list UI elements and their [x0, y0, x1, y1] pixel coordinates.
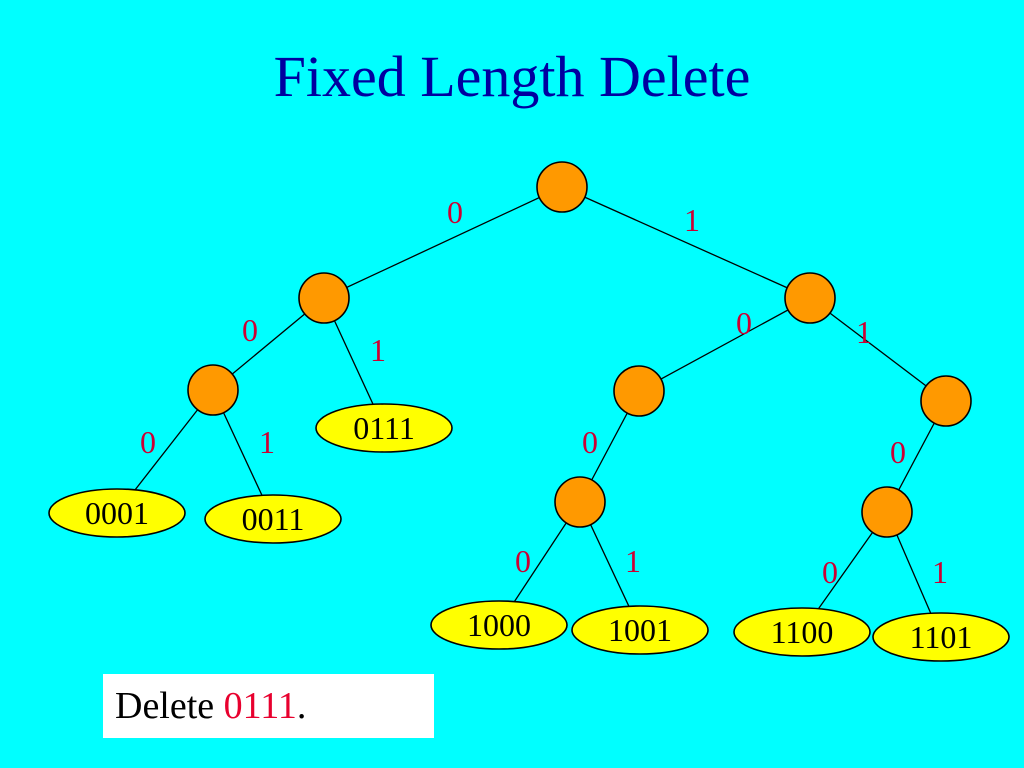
leaf-node: 0111 [315, 403, 453, 453]
edge-label: 1 [259, 424, 275, 460]
leaf-ellipse [204, 494, 342, 544]
edge-label: 1 [856, 314, 872, 350]
edge-label: 1 [684, 202, 700, 238]
leaf-label: 0001 [85, 495, 149, 531]
caption-suffix: . [296, 685, 307, 727]
leaf-label: 1100 [771, 614, 834, 650]
leaf-node: 1101 [872, 612, 1010, 662]
leaf-node: 1001 [571, 605, 709, 655]
caption-prefix: Delete [115, 685, 224, 727]
caption-key: 0111 [223, 685, 297, 727]
slide-title: Fixed Length Delete [273, 44, 751, 109]
edge-label: 0 [736, 305, 752, 341]
leaf-node: 1000 [430, 600, 568, 650]
leaf-ellipse [48, 488, 186, 538]
edge-label: 0 [515, 543, 531, 579]
caption-box: Delete 0111. [103, 674, 434, 738]
internal-node [613, 365, 665, 417]
leaf-label: 1001 [608, 612, 672, 648]
internal-node [861, 486, 913, 538]
edge-label: 0 [582, 424, 598, 460]
internal-node [784, 272, 836, 324]
leaf-ellipse [872, 612, 1010, 662]
tree-edge [561, 186, 811, 299]
leaf-ellipse [733, 607, 871, 657]
edge-label: 0 [447, 194, 463, 230]
edge-label: 1 [932, 554, 948, 590]
edge-label: 0 [822, 554, 838, 590]
internal-node [298, 272, 350, 324]
internal-node [187, 364, 239, 416]
tree-edge [638, 297, 811, 392]
edge-label: 1 [625, 543, 641, 579]
edge-label: 0 [140, 424, 156, 460]
edge-label: 1 [370, 332, 386, 368]
internal-node [536, 161, 588, 213]
leaf-ellipse [571, 605, 709, 655]
leaf-node: 1100 [733, 607, 871, 657]
leaf-label: 1101 [910, 619, 973, 655]
leaf-label: 0111 [353, 410, 415, 446]
leaf-node: 0001 [48, 488, 186, 538]
leaf-ellipse [430, 600, 568, 650]
internal-node [554, 476, 606, 528]
tree-edge [323, 186, 563, 299]
edge-label: 0 [890, 434, 906, 470]
internal-node [920, 375, 972, 427]
edge-label: 0 [242, 312, 258, 348]
leaf-ellipse [315, 403, 453, 453]
tree-edge [809, 297, 947, 402]
leaf-node: 0011 [204, 494, 342, 544]
leaf-label: 0011 [242, 501, 305, 537]
leaf-label: 1000 [467, 607, 531, 643]
